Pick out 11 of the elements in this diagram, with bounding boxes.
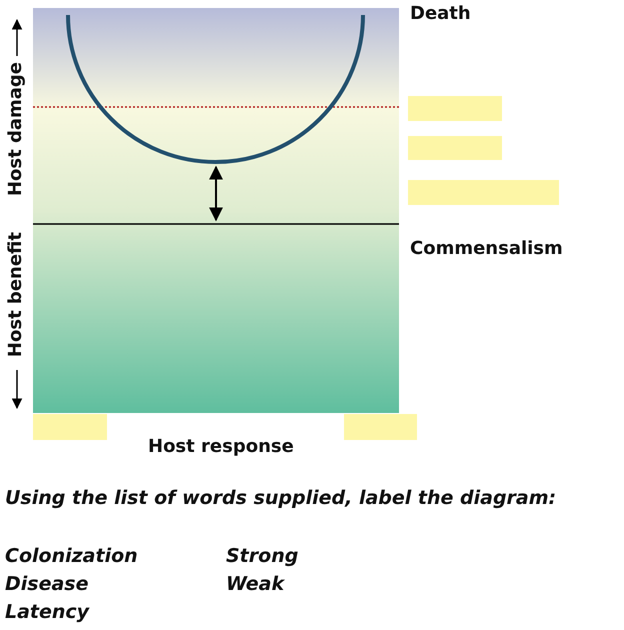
axis-title: Host response	[148, 437, 294, 457]
word-list-item: Disease	[5, 574, 88, 595]
word-list-item: Weak	[226, 574, 284, 595]
axis-title: Host damage	[6, 62, 26, 196]
word-list-item: Strong	[226, 546, 298, 567]
instruction-text: Using the list of words supplied, label the diagram:	[5, 488, 556, 509]
axis-end-label: Commensalism	[410, 239, 563, 259]
axis-end-label: Death	[410, 4, 471, 24]
word-list-item: Colonization	[5, 546, 138, 567]
axis-title: Host benefit	[6, 232, 26, 358]
word-list-item: Latency	[5, 602, 90, 623]
